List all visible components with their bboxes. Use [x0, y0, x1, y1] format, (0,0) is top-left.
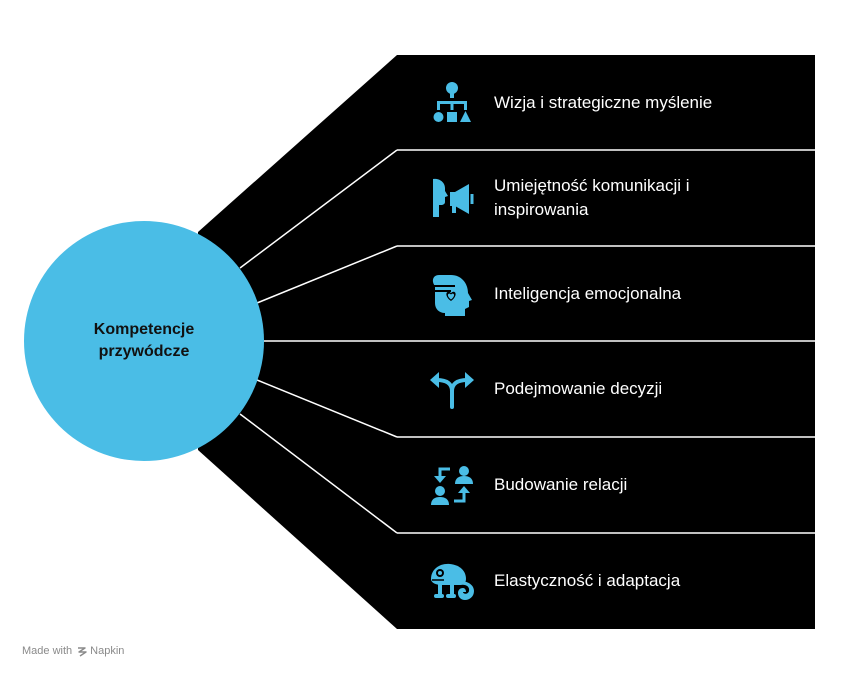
item-emotional-intelligence: Inteligencja emocjonalna — [426, 246, 756, 342]
panel-separators — [397, 149, 815, 534]
connector-2 — [256, 245, 398, 304]
hub-label: Kompetencje przywódcze — [24, 221, 264, 461]
footer-brand: Napkin — [90, 645, 125, 657]
napkin-logo-icon — [77, 646, 87, 657]
item-decision-making: Podejmowanie decyzji — [426, 341, 756, 437]
connector-1 — [239, 149, 398, 269]
item-relationship-building: Budowanie relacji — [426, 437, 756, 533]
item-vision-strategy: Wizja i strategiczne myślenie — [426, 55, 756, 151]
item-label: Elastyczność i adaptacja — [494, 571, 681, 590]
strategy-flowchart-icon — [426, 77, 478, 129]
item-label: Inteligencja emocjonalna — [494, 284, 682, 303]
megaphone-speaker-icon — [426, 172, 478, 224]
head-with-heart-icon — [426, 268, 478, 320]
item-label: Umiejętność komunikacji i inspirowania — [494, 176, 690, 219]
footer-made-with: Made with — [22, 645, 73, 657]
people-exchange-icon — [426, 459, 478, 511]
split-arrows-icon — [426, 363, 478, 415]
hub-connectors — [239, 149, 398, 534]
chameleon-icon — [426, 555, 478, 607]
item-flexibility-adaptation: Elastyczność i adaptacja — [426, 533, 756, 629]
fan-background — [198, 55, 815, 629]
connector-4 — [256, 379, 398, 438]
item-label: Wizja i strategiczne myślenie — [494, 93, 713, 112]
item-label: Podejmowanie decyzji — [494, 379, 663, 398]
connector-5 — [239, 413, 398, 534]
item-communication: Umiejętność komunikacji i inspirowania — [426, 150, 756, 246]
made-with-footer: Made with Napkin — [22, 643, 124, 659]
hub-circle — [24, 221, 264, 461]
hub-title: Kompetencje przywódcze — [93, 321, 195, 360]
item-label: Budowanie relacji — [494, 475, 628, 494]
